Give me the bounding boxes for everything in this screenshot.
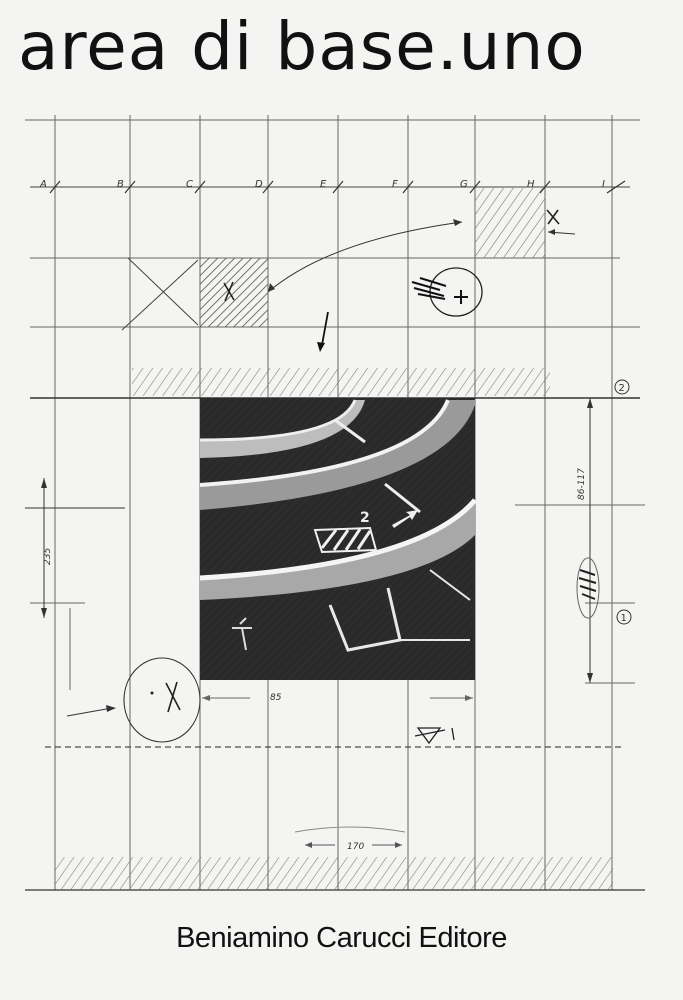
dimension-bottom: 170	[347, 842, 364, 852]
col-label-b: B	[117, 179, 124, 190]
col-label-g: G	[460, 179, 468, 190]
publisher-name: Beniamino Carucci Editore	[176, 922, 507, 954]
dimension-left: 235	[43, 548, 53, 565]
col-label-e: E	[320, 179, 327, 190]
photo-road-number: 2	[360, 510, 370, 526]
col-label-i: I	[602, 179, 605, 190]
road-photograph: 2	[199, 398, 477, 680]
col-label-h: H	[527, 179, 535, 190]
row-marker-1: 1	[621, 613, 627, 624]
col-label-f: F	[392, 179, 398, 190]
col-label-d: D	[255, 179, 263, 190]
circle-marker-top	[429, 267, 483, 317]
cover-title: area di base.uno	[18, 8, 586, 85]
circle-marker-bottom	[123, 657, 201, 743]
row-marker-2: 2	[619, 383, 625, 394]
hatched-band-bottom	[55, 857, 613, 890]
hatched-band	[132, 368, 550, 396]
column-labels: A B C D E F G H I	[39, 179, 605, 190]
col-label-c: C	[186, 179, 193, 190]
hatched-square-center	[200, 258, 268, 327]
col-label-a: A	[39, 179, 47, 190]
hatched-square-top-right	[475, 188, 545, 258]
dimension-photo: 85	[270, 693, 282, 703]
dimension-right: 86-117	[577, 468, 587, 500]
curved-arrow	[267, 221, 463, 293]
